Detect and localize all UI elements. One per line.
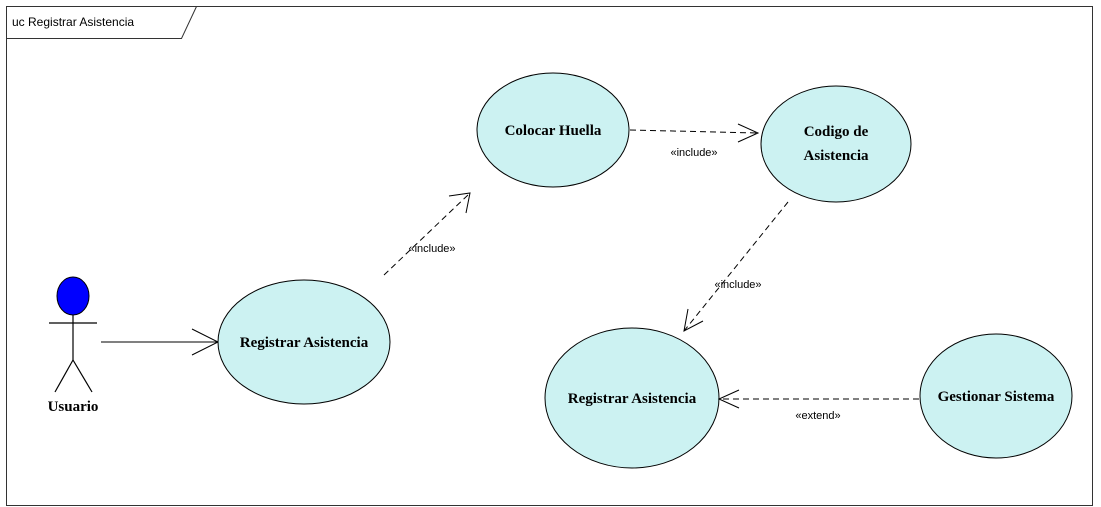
association-usuario-registrar <box>101 328 220 356</box>
actor-head <box>56 276 90 316</box>
use-case-registrar-asistencia-1[interactable]: Registrar Asistencia <box>217 279 391 405</box>
include-label: «include» <box>714 279 761 291</box>
use-case-label: Registrar Asistencia <box>568 391 697 407</box>
extend-gestionar-registrar: «extend» <box>717 389 919 422</box>
use-case-colocar-huella[interactable]: Colocar Huella <box>476 72 630 188</box>
include-label: «include» <box>408 243 455 255</box>
actor-name: Usuario <box>48 399 99 415</box>
include-registrar-colocar: «include» <box>383 192 471 276</box>
include-codigo-registrar: «include» <box>683 201 789 332</box>
use-case-label-line1: Codigo de <box>804 124 869 140</box>
use-case-gestionar-sistema[interactable]: Gestionar Sistema <box>919 333 1073 459</box>
actor-left-leg <box>54 359 74 393</box>
use-case-registrar-asistencia-2[interactable]: Registrar Asistencia <box>544 327 720 469</box>
include-label: «include» <box>670 147 717 159</box>
use-case-label: Colocar Huella <box>505 123 602 139</box>
diagram-frame <box>6 6 1093 506</box>
frame-label: uc Registrar Asistencia <box>12 15 134 29</box>
frame-tab <box>6 6 197 39</box>
extend-label: «extend» <box>795 410 840 422</box>
actor-right-leg <box>72 359 93 393</box>
use-case-label-line2: Asistencia <box>804 148 869 164</box>
include-colocar-codigo: «include» <box>629 123 760 159</box>
actor-usuario[interactable]: Usuario <box>48 276 99 415</box>
use-case-codigo-asistencia[interactable]: Codigo de Asistencia <box>760 85 912 203</box>
use-case-label: Gestionar Sistema <box>938 389 1055 405</box>
use-case-label: Registrar Asistencia <box>240 335 369 351</box>
